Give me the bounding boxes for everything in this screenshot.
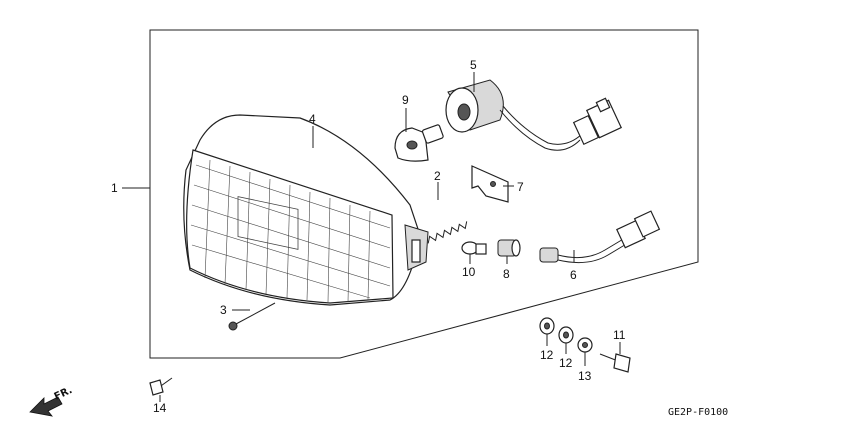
callout-14: 14 <box>153 401 167 415</box>
wire-bracket <box>471 165 509 203</box>
callout-6: 6 <box>570 268 577 282</box>
callout-8: 8 <box>503 267 510 281</box>
washer-13 <box>577 337 593 353</box>
callout-4: 4 <box>309 112 316 126</box>
front-arrow-icon <box>29 396 63 417</box>
callout-12b: 12 <box>559 356 573 370</box>
position-lamp-socket <box>497 239 521 257</box>
adjusting-spring <box>427 221 468 244</box>
headlight-housing <box>183 114 429 306</box>
assembly-frame <box>149 29 699 359</box>
washer-12a <box>539 317 555 335</box>
callout-5: 5 <box>470 58 477 72</box>
callout-1: 1 <box>111 181 118 195</box>
callout-9: 9 <box>402 93 409 107</box>
bolt-11 <box>599 353 631 373</box>
callout-3: 3 <box>220 303 227 317</box>
callout-12a: 12 <box>540 348 554 362</box>
callout-11: 11 <box>613 328 626 342</box>
callout-7: 7 <box>517 180 524 194</box>
adjusting-screw <box>228 302 276 331</box>
bolt-14 <box>149 377 173 396</box>
diagram-code: GE2P-F0100 <box>668 407 728 418</box>
socket-cord <box>539 210 661 264</box>
washer-12b <box>558 326 574 344</box>
callout-10: 10 <box>462 265 476 279</box>
leader-lines <box>122 72 621 402</box>
callout-2: 2 <box>434 169 441 183</box>
lens-pattern <box>190 159 391 303</box>
headlight-bulb <box>394 124 444 162</box>
callout-13: 13 <box>578 369 592 383</box>
bulb-socket-boot <box>445 79 623 151</box>
front-label: FR. <box>53 385 74 403</box>
position-lamp-bulb <box>461 241 487 255</box>
